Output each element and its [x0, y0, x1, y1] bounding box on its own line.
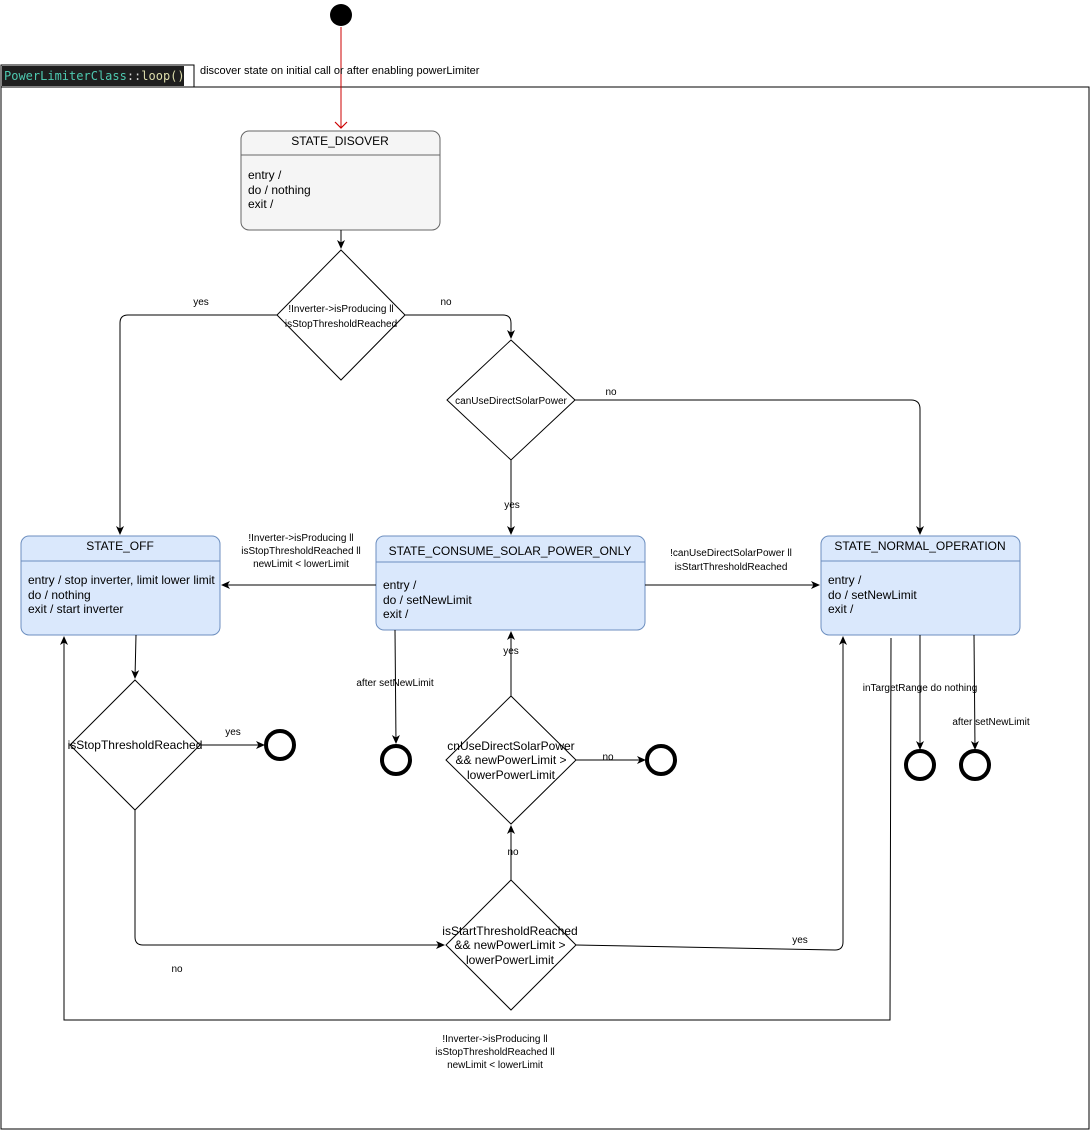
label-consume-to-normal-2: isStartThresholdReached	[675, 562, 788, 573]
label-normal-to-off-1: !Inverter->isProducing ll	[442, 1034, 547, 1045]
label-normal-to-off-3: newLimit < lowerLimit	[447, 1060, 543, 1071]
state-consume-exit: exit /	[383, 607, 409, 621]
label-d2-yes: yes	[504, 500, 520, 511]
transition-d3-no-to-d5	[134, 810, 445, 949]
decision-4-line-2: && newPowerLimit >	[455, 753, 566, 767]
transition-d2-no-to-normal	[575, 399, 924, 535]
state-normal-entry: entry /	[828, 573, 862, 587]
frame-scope: ::	[126, 69, 142, 83]
label-d4-yes: yes	[503, 646, 519, 657]
state-off-exit: exit / start inverter	[28, 602, 123, 616]
label-d5-no: no	[507, 847, 519, 858]
final-node	[380, 744, 412, 776]
state-discover: STATE_DISOVER entry / do / nothing exit …	[240, 130, 441, 231]
decision-1-line-2: isStopThresholdReached	[285, 319, 397, 330]
state-normal-exit: exit /	[828, 602, 854, 616]
final-node	[904, 749, 936, 781]
state-off-title: STATE_OFF	[86, 539, 154, 553]
transition-off-to-d3	[131, 634, 140, 679]
label-consume-after: after setNewLimit	[356, 678, 433, 689]
label-consume-to-off-1: !Inverter->isProducing ll	[248, 533, 353, 544]
decision-5-line-1: isStartThresholdReached	[442, 924, 577, 938]
state-normal-operation: STATE_NORMAL_OPERATION entry / do / setN…	[820, 535, 1021, 636]
decision-4-line-3: lowerPowerLimit	[467, 768, 556, 782]
label-d5-yes: yes	[792, 935, 808, 946]
state-consume-do: do / setNewLimit	[383, 593, 472, 607]
state-consume-title: STATE_CONSUME_SOLAR_POWER_ONLY	[389, 544, 632, 558]
label-d1-yes: yes	[193, 297, 209, 308]
transition-d1-no-to-d2	[405, 314, 515, 339]
decision-inverter-producing	[276, 249, 406, 381]
state-consume-solar-power-only: STATE_CONSUME_SOLAR_POWER_ONLY entry / d…	[375, 535, 646, 631]
initial-node	[330, 4, 352, 26]
decision-4-line-1: cnUseDirectSolarPower	[447, 739, 574, 753]
state-normal-do: do / setNewLimit	[828, 588, 917, 602]
frame-method: loop()	[141, 69, 185, 83]
state-discover-do: do / nothing	[248, 183, 311, 197]
frame-class-name: PowerLimiterClass	[4, 69, 127, 83]
state-off: STATE_OFF entry / stop inverter, limit l…	[20, 535, 221, 636]
transition-normal-after-to-final	[970, 634, 979, 750]
frame-caption: discover state on initial call or after …	[200, 65, 480, 77]
state-normal-title: STATE_NORMAL_OPERATION	[834, 539, 1005, 553]
label-normal-to-off-2: isStopThresholdReached ll	[435, 1047, 555, 1058]
state-discover-title: STATE_DISOVER	[291, 134, 389, 148]
frame-border	[0, 86, 1090, 1130]
decision-2-line-1: canUseDirectSolarPower	[455, 396, 567, 407]
transition-d1-yes-to-off	[116, 314, 277, 535]
label-d1-no: no	[440, 297, 452, 308]
state-off-entry: entry / stop inverter, limit lower limit	[28, 573, 215, 587]
decision-5-line-2: && newPowerLimit >	[454, 938, 565, 952]
transition-d5-yes-to-normal	[575, 636, 847, 951]
state-discover-exit: exit /	[248, 197, 274, 211]
label-d3-no: no	[171, 964, 183, 975]
label-d2-no: no	[605, 387, 617, 398]
transition-normal-to-off	[60, 636, 892, 1021]
label-d3-yes: yes	[225, 727, 241, 738]
final-node	[645, 744, 677, 776]
label-d4-no: no	[602, 752, 614, 763]
label-consume-to-normal-1: !canUseDirectSolarPower ll	[670, 548, 792, 559]
decision-5-line-3: lowerPowerLimit	[466, 953, 555, 967]
label-normal-intarget: inTargetRange do nothing	[863, 683, 978, 694]
final-node	[959, 749, 991, 781]
label-consume-to-off-3: newLimit < lowerLimit	[253, 559, 349, 570]
frame-title: PowerLimiterClass::loop()	[2, 66, 185, 86]
frame-tab-border	[0, 64, 195, 88]
state-off-do: do / nothing	[28, 588, 91, 602]
label-consume-to-off-2: isStopThresholdReached ll	[241, 546, 361, 557]
decision-can-use-solar-and-limit	[445, 695, 577, 825]
state-discover-entry: entry /	[248, 168, 282, 182]
final-node	[264, 729, 296, 761]
decision-1-line-1: !Inverter->isProducing ll	[288, 304, 393, 315]
decision-3-line-1: isStopThresholdReached	[68, 738, 203, 752]
label-normal-after: after setNewLimit	[952, 717, 1029, 728]
state-consume-entry: entry /	[383, 578, 417, 592]
transition-consume-to-final	[391, 629, 400, 744]
decision-start-threshold-and-limit	[445, 879, 577, 1011]
